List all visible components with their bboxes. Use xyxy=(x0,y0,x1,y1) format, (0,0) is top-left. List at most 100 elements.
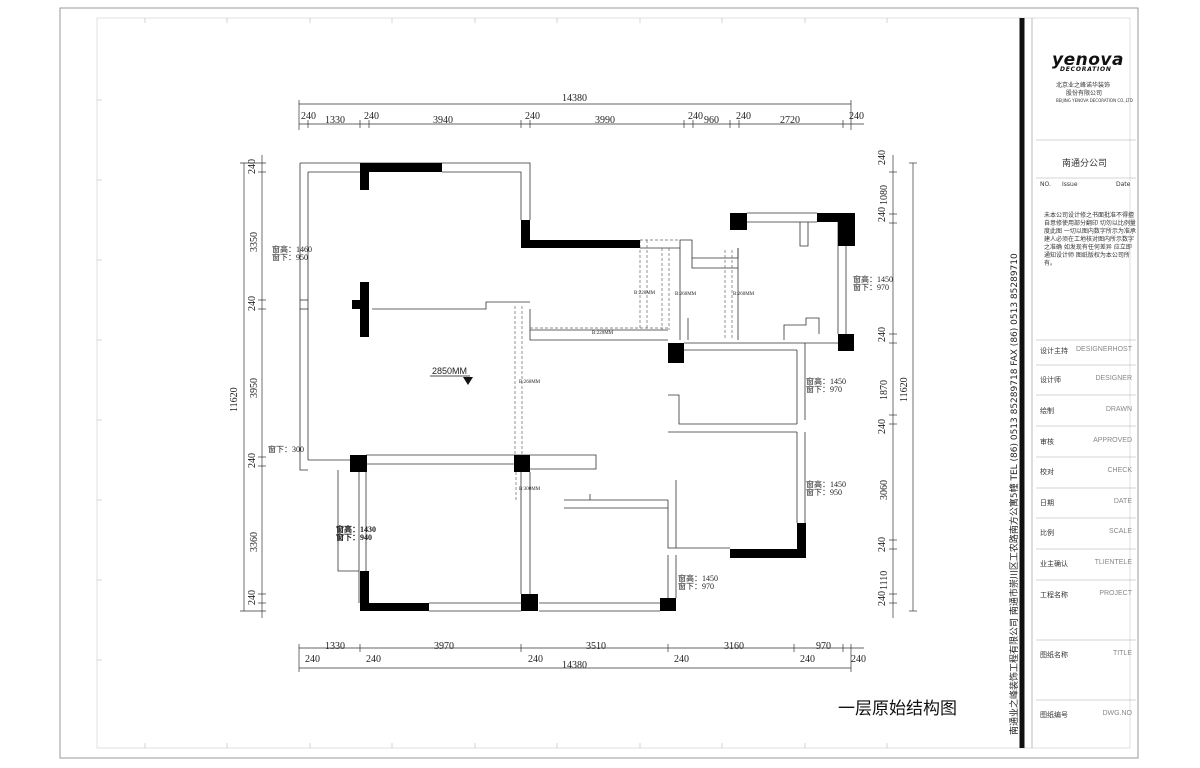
beam-label: B:220MM xyxy=(634,291,656,296)
window-sill-label: 窗下：950 xyxy=(272,253,308,262)
dim-bottom-seg: 240 xyxy=(800,654,815,665)
thin-walls xyxy=(299,162,847,612)
company-logo-sub: DECORATION xyxy=(1060,66,1112,73)
dim-bottom-seg: 240 xyxy=(305,654,320,665)
window-sill-label: 窗下：940 xyxy=(336,533,372,542)
issue-label: Issue xyxy=(1062,181,1078,188)
beam-label: B:220MM xyxy=(592,331,614,336)
company-name-en: BEIJING YENOVA DECORATION CO.,LTD xyxy=(1056,98,1133,103)
dim-right-seg: 1870 xyxy=(879,380,890,400)
dim-right-seg: 1110 xyxy=(879,570,890,590)
dim-left-seg: 3350 xyxy=(249,232,260,252)
dim-top-seg: 240 xyxy=(301,111,316,122)
dim-top-seg: 1330 xyxy=(325,115,345,126)
ceiling-height-marker-icon xyxy=(463,377,473,385)
top-dimensions xyxy=(298,100,864,130)
dim-bottom-seg: 3160 xyxy=(724,641,744,652)
dim-bottom-seg: 970 xyxy=(816,641,831,652)
branch-name: 南通分公司 xyxy=(1062,159,1108,169)
dim-top-seg: 960 xyxy=(704,115,719,126)
dim-right-seg: 240 xyxy=(877,207,888,222)
dim-bottom-seg: 240 xyxy=(851,654,866,665)
dim-left-seg: 240 xyxy=(247,159,258,174)
dim-right-seg: 240 xyxy=(877,419,888,434)
beam-lines xyxy=(514,239,733,500)
tb-row-label: 图纸编号 xyxy=(1040,712,1068,719)
dim-bottom-seg: 240 xyxy=(366,654,381,665)
beam-label: B:260MM xyxy=(519,380,541,385)
structural-columns xyxy=(350,163,855,611)
beam-label: B:260MM xyxy=(675,292,697,297)
dim-top-seg: 240 xyxy=(688,111,703,122)
dim-left-seg: 240 xyxy=(247,296,258,311)
sheet-inner-border xyxy=(96,17,1131,749)
left-dimensions xyxy=(240,155,266,618)
dim-left-seg: 240 xyxy=(247,453,258,468)
tb-row-value: DATE xyxy=(1113,498,1132,505)
tb-row-value: CHECK xyxy=(1107,467,1132,474)
dim-bottom-seg: 3970 xyxy=(434,641,454,652)
window-height-label: 窗高：1450 xyxy=(678,574,718,583)
tb-row-value: PROJECT xyxy=(1099,590,1132,597)
tb-row-label: 日期 xyxy=(1040,500,1054,507)
tb-row-value: APPROVED xyxy=(1093,437,1132,444)
dim-right-seg: 240 xyxy=(877,327,888,342)
tb-row-label: 审核 xyxy=(1040,439,1054,446)
window-height-label: 窗高：1450 xyxy=(806,480,846,489)
dim-left-seg: 3950 xyxy=(249,378,260,398)
company-contact-vertical: 南通业之峰装饰工程有限公司 南通市崇川区工农路南方公寓5幢 TEL (86) 0… xyxy=(1010,253,1020,735)
beam-label: B:300MM xyxy=(519,487,541,492)
dim-top-total: 14380 xyxy=(562,93,587,104)
grid-ticks xyxy=(97,18,888,748)
tb-row-label: 图纸名称 xyxy=(1040,652,1068,659)
dim-left-seg: 240 xyxy=(247,590,258,605)
dim-right-seg: 3060 xyxy=(879,480,890,500)
dim-right-seg: 240 xyxy=(877,591,888,606)
dim-bottom-seg: 240 xyxy=(528,654,543,665)
window-sill-label: 窗下：950 xyxy=(806,488,842,497)
dim-top-seg: 3940 xyxy=(433,115,453,126)
tb-row-label: 设计主持 xyxy=(1040,348,1068,355)
dim-top-seg: 2720 xyxy=(780,115,800,126)
tb-row-value: TLIENTELE xyxy=(1094,559,1132,566)
date-label: Date xyxy=(1116,181,1131,188)
sheet-border xyxy=(59,7,1139,759)
tb-row-value: TITLE xyxy=(1112,650,1132,657)
dim-top-seg: 3990 xyxy=(595,115,615,126)
beam-label: B:260MM xyxy=(733,292,755,297)
tb-row-value: SCALE xyxy=(1109,528,1132,535)
dim-bottom-total: 14380 xyxy=(562,660,587,671)
dim-top-seg: 240 xyxy=(525,111,540,122)
company-name-cn-line2: 股份有限公司 xyxy=(1066,90,1103,97)
window-sill-label: 窗下：300 xyxy=(268,445,304,454)
bottom-dimensions xyxy=(298,644,864,672)
window-height-label: 窗高：1460 xyxy=(272,245,312,254)
tb-row-value: DESIGNER xyxy=(1095,375,1132,382)
tb-row-value: DESIGNERHOST xyxy=(1075,346,1132,353)
company-logo: yenova xyxy=(1052,50,1124,70)
dim-top-seg: 240 xyxy=(364,111,379,122)
tb-row-label: 工程名称 xyxy=(1040,592,1068,599)
window-height-label: 窗高：1430 xyxy=(336,525,376,534)
window-height-label: 窗高：1450 xyxy=(806,377,846,386)
window-sill-label: 窗下：970 xyxy=(806,385,842,394)
ceiling-height-label: 2850MM xyxy=(432,366,468,376)
tb-row-value: DRAWN xyxy=(1105,406,1132,413)
right-dimensions xyxy=(889,155,917,618)
no-label: NO. xyxy=(1040,181,1051,188)
title-block-lines xyxy=(1036,139,1136,701)
window-sill-label: 窗下：970 xyxy=(678,582,714,591)
tb-row-label: 业主确认 xyxy=(1040,561,1068,568)
dim-right-total: 11620 xyxy=(899,377,910,402)
dim-left-seg: 3360 xyxy=(249,532,260,552)
window-height-label: 窗高：1450 xyxy=(853,275,893,284)
tb-row-label: 设计师 xyxy=(1040,377,1061,384)
company-name-cn-line1: 北京业之峰诺华装饰 xyxy=(1056,82,1111,89)
dim-left-total: 11620 xyxy=(229,387,240,412)
dim-bottom-seg: 1330 xyxy=(325,641,345,652)
window-sill-label: 窗下：970 xyxy=(853,283,889,292)
dim-top-seg: 240 xyxy=(849,111,864,122)
dim-right-seg: 1080 xyxy=(879,185,890,205)
drawing-title: 一层原始结构图 xyxy=(838,699,957,719)
dim-right-seg: 240 xyxy=(877,150,888,165)
